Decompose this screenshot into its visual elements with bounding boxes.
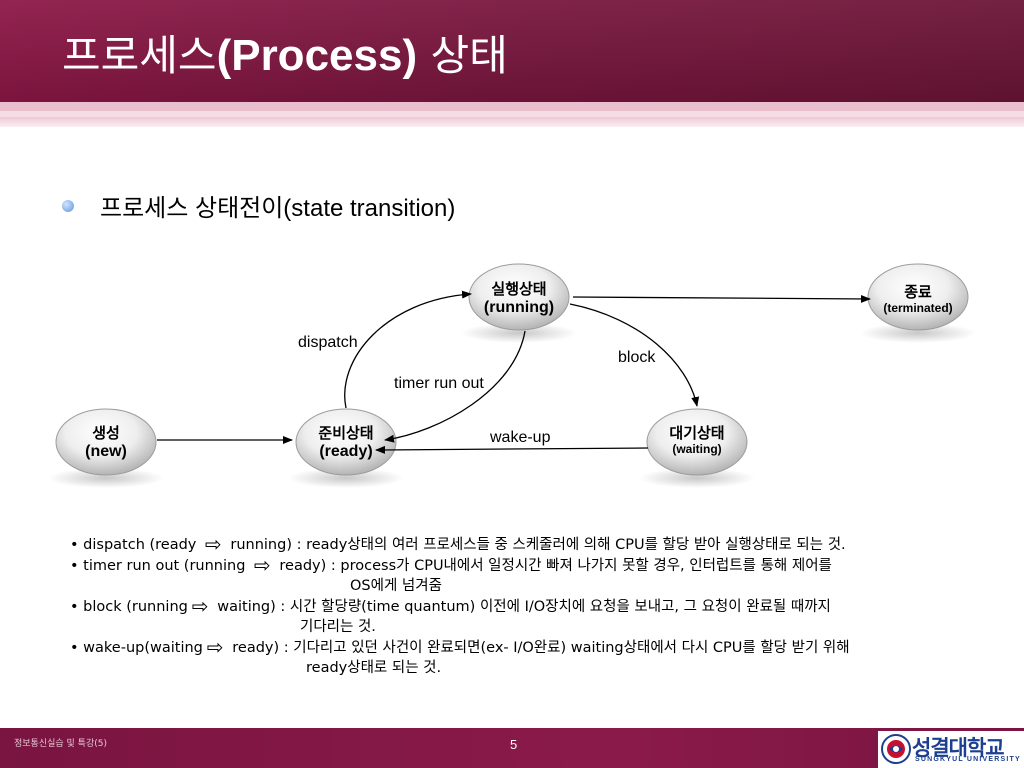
logo-text: 성결대학교 bbox=[912, 736, 1005, 760]
node-new-label: 생성 (new) bbox=[85, 424, 127, 460]
node-shadow bbox=[461, 323, 577, 343]
logo-subtext: SUNGKYUL UNIVERSITY bbox=[915, 756, 1021, 763]
edge-label-wake-up: wake-up bbox=[490, 429, 551, 446]
bullet-dot-icon bbox=[62, 200, 74, 212]
node-shadow bbox=[639, 468, 755, 488]
slide-header: 프로세스(Process) 상태 bbox=[0, 0, 1024, 102]
right-arrow-icon: ⇨ bbox=[205, 532, 222, 556]
emblem-icon bbox=[881, 734, 911, 764]
node-ready-label: 준비상태 (ready) bbox=[318, 424, 374, 460]
header-stripe bbox=[0, 117, 1024, 127]
edge-dispatch bbox=[344, 290, 472, 409]
header-stripe bbox=[0, 111, 1024, 117]
right-arrow-icon: ⇨ bbox=[254, 552, 271, 577]
right-arrow-icon: ⇨ bbox=[206, 634, 224, 659]
slide-footer: 정보통신실습 및 특강(5) 5 bbox=[0, 728, 1024, 768]
edge-label-dispatch: dispatch bbox=[298, 334, 358, 351]
right-arrow-icon: ⇨ bbox=[191, 593, 209, 618]
node-waiting-label: 대기상태 (waiting) bbox=[669, 424, 725, 456]
description-line: • timer run out (running ⇨ ready) : proc… bbox=[70, 552, 832, 577]
header-stripe bbox=[0, 102, 1024, 111]
description-line: • dispatch (ready ⇨ running) : ready상태의 … bbox=[70, 532, 846, 556]
node-shadow bbox=[860, 323, 976, 343]
edge-label-timer-run-out: timer run out bbox=[394, 375, 484, 392]
university-logo: 성결대학교 SUNGKYUL UNIVERSITY bbox=[878, 731, 1024, 768]
transition-descriptions: • dispatch (ready ⇨ running) : ready상태의 … bbox=[70, 532, 850, 679]
node-shadow bbox=[48, 468, 164, 488]
edge-exit bbox=[572, 294, 871, 303]
bullet-text: 프로세스 상태전이(state transition) bbox=[100, 195, 456, 222]
node-ready bbox=[295, 408, 397, 476]
edge-block bbox=[569, 303, 700, 407]
description-continuation: ready상태로 되는 것. bbox=[306, 660, 442, 676]
node-running-label: 실행상태 (running) bbox=[483, 280, 555, 316]
description-line: • block (running⇨ waiting) : 시간 할당량(time… bbox=[70, 593, 831, 618]
description-line: • wake-up(waiting⇨ ready) : 기다리고 있던 사건이 … bbox=[70, 634, 850, 659]
node-waiting bbox=[646, 408, 748, 476]
edge-wake-up bbox=[375, 445, 649, 454]
edge-label-block: block bbox=[618, 349, 656, 366]
page-number: 5 bbox=[510, 737, 518, 752]
course-name: 정보통신실습 및 특강(5) bbox=[14, 739, 107, 749]
node-new bbox=[55, 408, 157, 476]
description-continuation: OS에게 넘겨줌 bbox=[350, 578, 442, 594]
description-continuation: 기다리는 것. bbox=[300, 619, 376, 635]
node-shadow bbox=[288, 468, 404, 488]
slide-title: 프로세스(Process) 상태 bbox=[62, 31, 508, 80]
node-terminated-label: 종료 (terminated) bbox=[883, 283, 953, 315]
edge-timer-run-out bbox=[384, 330, 526, 443]
